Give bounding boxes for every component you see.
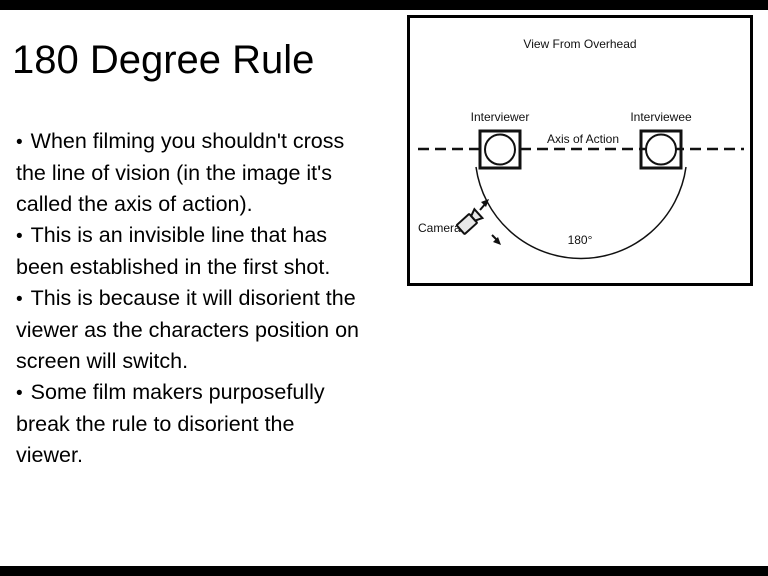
bullet-text: Some film makers purposefully break the … [16, 380, 325, 467]
bullet-text: This is an invisible line that has been … [16, 223, 331, 279]
arrow-head [481, 199, 489, 207]
bullet-item: •When filming you shouldn't cross the li… [16, 126, 416, 220]
bullet-text: This is because it will disorient the vi… [16, 286, 359, 373]
overhead-diagram-canvas: View From Overhead Axis of Action Interv… [418, 37, 744, 260]
axis-of-action-label: Axis of Action [547, 132, 619, 146]
interviewee-head [645, 133, 677, 166]
interviewer-head [484, 133, 516, 166]
arc-180-degrees [475, 166, 687, 260]
arrow-head [493, 237, 501, 245]
bullet-text: When filming you shouldn't cross the lin… [16, 129, 345, 216]
bullet-list: •When filming you shouldn't cross the li… [16, 126, 416, 471]
angle-label: 180° [568, 233, 593, 247]
interviewee-label: Interviewee [630, 110, 692, 124]
bullet-marker: • [16, 289, 23, 310]
overhead-diagram: View From Overhead Axis of Action Interv… [407, 15, 753, 286]
camera-move-down-arrow [491, 234, 501, 245]
bullet-item: •This is because it will disorient the v… [16, 283, 416, 377]
bullet-marker: • [16, 383, 23, 404]
bullet-marker: • [16, 226, 23, 247]
interviewer-box [478, 129, 522, 170]
interviewee-box [639, 129, 683, 170]
slide-title: 180 Degree Rule [12, 38, 315, 82]
bottom-letterbox-bar [0, 566, 768, 576]
diagram-title: View From Overhead [523, 37, 636, 51]
interviewer-label: Interviewer [471, 110, 530, 124]
camera-move-up-arrow [479, 199, 489, 211]
top-letterbox-bar [0, 0, 768, 10]
camera-icon [455, 207, 485, 235]
bullet-item: •This is an invisible line that has been… [16, 220, 416, 283]
bullet-marker: • [16, 132, 23, 153]
bullet-item: •Some film makers purposefully break the… [16, 377, 416, 471]
camera-label: Camera [418, 221, 461, 235]
camera-lens [470, 207, 485, 222]
